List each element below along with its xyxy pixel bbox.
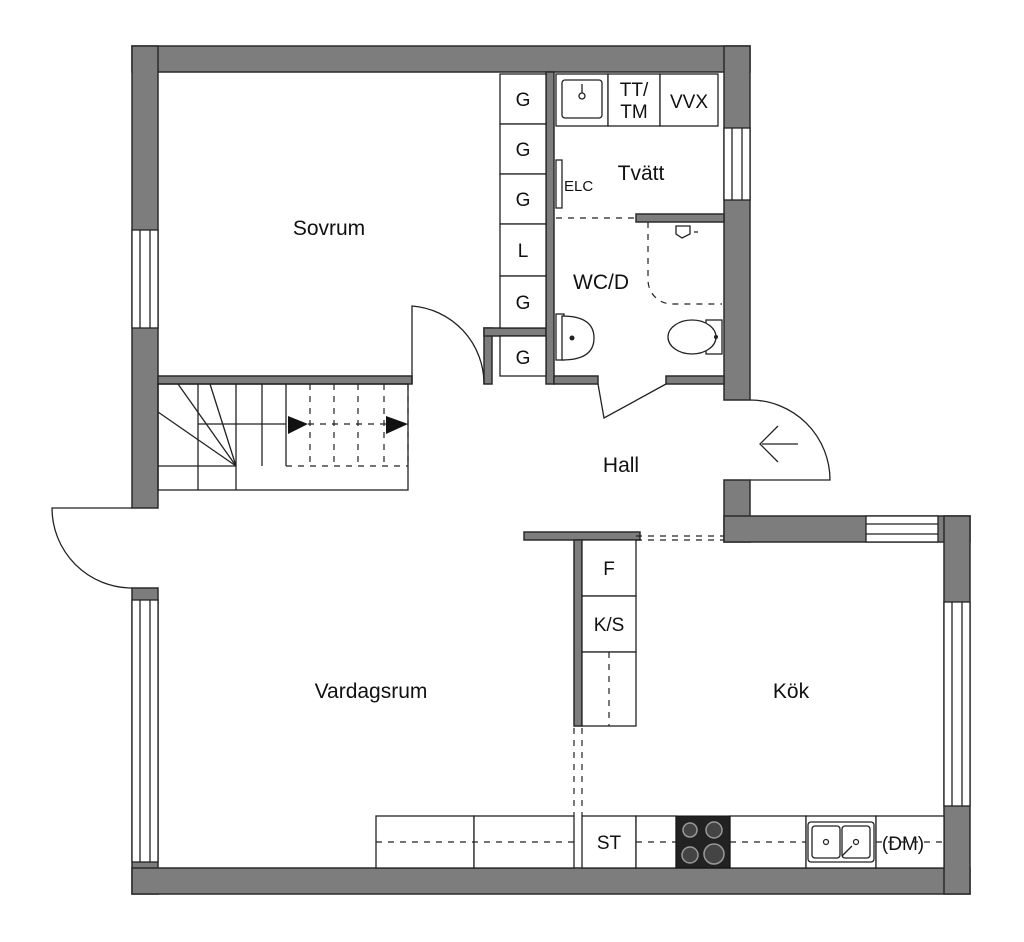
dishwasher-label: (DM) — [882, 834, 924, 855]
stairs — [157, 383, 409, 491]
sink-icon — [807, 821, 875, 863]
laundry-fixtures: TT/ TM VVX ELC — [555, 73, 719, 219]
room-label-tvatt: Tvätt — [618, 162, 665, 185]
stair-arrow-icon — [288, 416, 308, 434]
shower-icon — [675, 225, 698, 239]
closet-label: L — [518, 241, 529, 262]
room-label-kok: Kök — [773, 680, 810, 703]
room-labels: Sovrum Tvätt WC/D Hall Vardagsrum Kök — [293, 162, 810, 703]
windows — [131, 127, 971, 863]
kitchen-units: F K/S ST — [375, 535, 945, 869]
room-label-hall: Hall — [603, 454, 639, 477]
closet-label: G — [516, 190, 531, 211]
stair-arrow-icon — [386, 416, 408, 434]
tt-tm-label: TM — [620, 102, 647, 123]
elc-label: ELC — [564, 178, 593, 195]
walls — [131, 45, 971, 895]
stove-label: ST — [597, 833, 622, 854]
vvx-label: VVX — [670, 92, 708, 113]
bathroom-fixtures — [555, 222, 723, 361]
room-label-vardagsrum: Vardagsrum — [315, 680, 428, 703]
fridge-freezer-label: K/S — [594, 615, 625, 636]
cooktop-icon — [675, 815, 731, 869]
room-label-sovrum: Sovrum — [293, 217, 365, 240]
closets: G G G L G G — [499, 73, 547, 377]
closet-label: G — [516, 293, 531, 314]
room-label-wcd: WC/D — [573, 271, 629, 294]
doors — [51, 305, 831, 589]
closet-label: G — [516, 140, 531, 161]
closet-label: G — [516, 90, 531, 111]
closet-label: G — [516, 348, 531, 369]
freezer-label: F — [603, 559, 615, 580]
tt-tm-label: TT/ — [620, 80, 649, 101]
entrance-arrow-icon — [759, 425, 798, 463]
